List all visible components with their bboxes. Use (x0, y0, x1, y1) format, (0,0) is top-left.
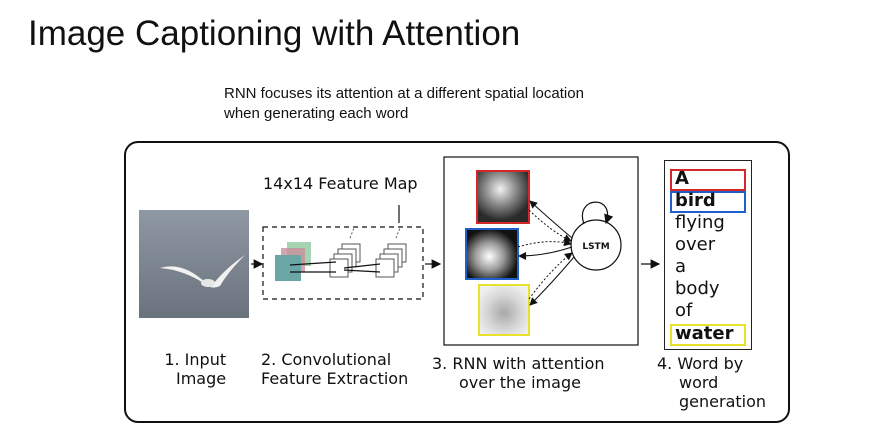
diagram-frame (124, 141, 790, 423)
word-6: body (675, 278, 720, 299)
step-4-line-3: generation (679, 392, 767, 411)
attention-connections (517, 200, 575, 306)
step-3-line-1: 3. RNN with attention (432, 354, 605, 373)
page-title: Image Captioning with Attention (28, 14, 521, 53)
attention-map-red (476, 170, 530, 224)
lstm-label: LSTM (582, 242, 609, 252)
step-1-line-1: 1. Input (164, 350, 227, 369)
step-4-label: 4. Word by word generation (657, 354, 766, 411)
subtitle-line-1: RNN focuses its attention at a different… (224, 85, 584, 102)
lstm-loop (581, 201, 614, 225)
step-1-line-2: Image (176, 369, 227, 388)
word-frame-blue (670, 191, 746, 213)
feature-layers (275, 227, 407, 281)
word-8: water (675, 323, 734, 344)
step-4-line-1: 4. Word by (657, 354, 744, 373)
word-5: a (675, 256, 687, 277)
word-3: flying (675, 212, 725, 233)
word-frame-red (670, 169, 746, 191)
step-2-line-2: Feature Extraction (261, 369, 409, 388)
step-1-label: 1. Input Image (148, 350, 226, 388)
word-frame-yellow (670, 324, 746, 346)
attention-map-yellow (478, 284, 530, 336)
word-1: A (675, 168, 689, 189)
subtitle: RNN focuses its attention at a different… (224, 84, 584, 124)
step-4-line-2: word (679, 373, 719, 392)
step-3-line-2: over the image (459, 373, 581, 392)
word-generation-box: A bird flying over a body of water (664, 160, 752, 350)
feature-map-label: 14x14 Feature Map (263, 174, 418, 193)
word-7: of (675, 300, 693, 321)
attention-map-blue (465, 228, 519, 280)
step-3-label: 3. RNN with attention over the image (432, 354, 605, 392)
input-image (139, 210, 249, 318)
subtitle-line-2: when generating each word (224, 105, 409, 122)
word-2: bird (675, 190, 716, 211)
step-2-label: 2. Convolutional Feature Extraction (261, 350, 408, 388)
word-4: over (675, 234, 716, 255)
step-2-line-1: 2. Convolutional (261, 350, 392, 369)
